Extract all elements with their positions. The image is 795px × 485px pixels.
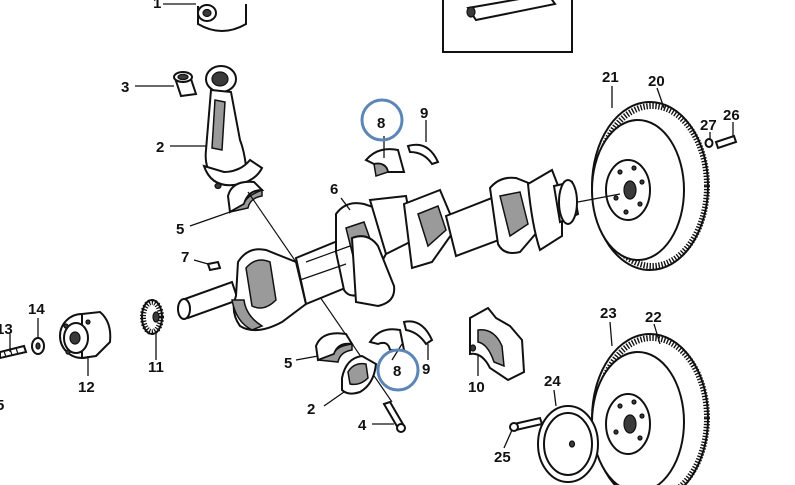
callout-25: 25 bbox=[494, 449, 511, 466]
callout-labels: 1 3 2 5 7 6 8 9 21 20 27 26 14 13 5 12 1… bbox=[0, 0, 740, 466]
callout-10: 10 bbox=[468, 379, 485, 396]
leader-lines bbox=[9, 3, 734, 449]
callout-1: 1 bbox=[153, 0, 161, 12]
callout-13: 13 bbox=[0, 321, 13, 338]
rod-cap-lower bbox=[341, 354, 378, 395]
callout-21: 21 bbox=[602, 69, 619, 86]
woodruff-key bbox=[206, 260, 222, 272]
crank-hub bbox=[59, 310, 112, 360]
callout-9-lower: 9 bbox=[422, 361, 430, 378]
callout-3: 3 bbox=[121, 79, 129, 96]
rod-bearing-shell-upper bbox=[226, 180, 265, 214]
flywheel-lower bbox=[591, 333, 710, 485]
highlight-circle-lower bbox=[376, 348, 420, 392]
highlight-circle-upper bbox=[360, 98, 404, 142]
callout-20: 20 bbox=[648, 73, 665, 90]
piston-pin bbox=[197, 4, 247, 32]
small-end-bushing bbox=[173, 71, 198, 98]
callout-8-upper: 8 bbox=[377, 115, 385, 132]
callout-27: 27 bbox=[700, 117, 717, 134]
flywheel-bolt bbox=[704, 134, 738, 150]
rod-bearing-shell-lower bbox=[314, 332, 354, 363]
callout-24: 24 bbox=[544, 373, 561, 390]
callout-26: 26 bbox=[723, 107, 740, 124]
callout-4: 4 bbox=[358, 417, 367, 434]
callout-7: 7 bbox=[181, 249, 189, 266]
main-bearing-upper bbox=[364, 143, 440, 177]
crank-gear bbox=[140, 299, 164, 335]
inset-detail-box bbox=[442, 0, 573, 53]
callout-8-lower: 8 bbox=[393, 363, 401, 380]
callout-6: 6 bbox=[330, 181, 338, 198]
callout-9-upper: 9 bbox=[420, 105, 428, 122]
main-bearing-cap bbox=[469, 306, 526, 382]
callout-5-lower: 5 bbox=[284, 355, 292, 372]
washer-and-bolt bbox=[0, 337, 45, 360]
callout-5-upper: 5 bbox=[176, 221, 184, 238]
crankshaft bbox=[177, 168, 580, 332]
seal-bolt bbox=[509, 416, 544, 432]
connecting-rod bbox=[202, 65, 264, 190]
callout-15-partial: 5 bbox=[0, 397, 4, 414]
flywheel-upper bbox=[577, 101, 710, 271]
callout-12: 12 bbox=[78, 379, 95, 396]
callout-23: 23 bbox=[600, 305, 617, 322]
rod-bolt bbox=[382, 400, 406, 433]
callout-2-lower: 2 bbox=[307, 401, 315, 418]
callout-2-upper: 2 bbox=[156, 139, 164, 156]
callout-22: 22 bbox=[645, 309, 662, 326]
callout-11: 11 bbox=[148, 359, 164, 376]
callout-14: 14 bbox=[28, 301, 45, 318]
seal-ring bbox=[537, 405, 599, 483]
